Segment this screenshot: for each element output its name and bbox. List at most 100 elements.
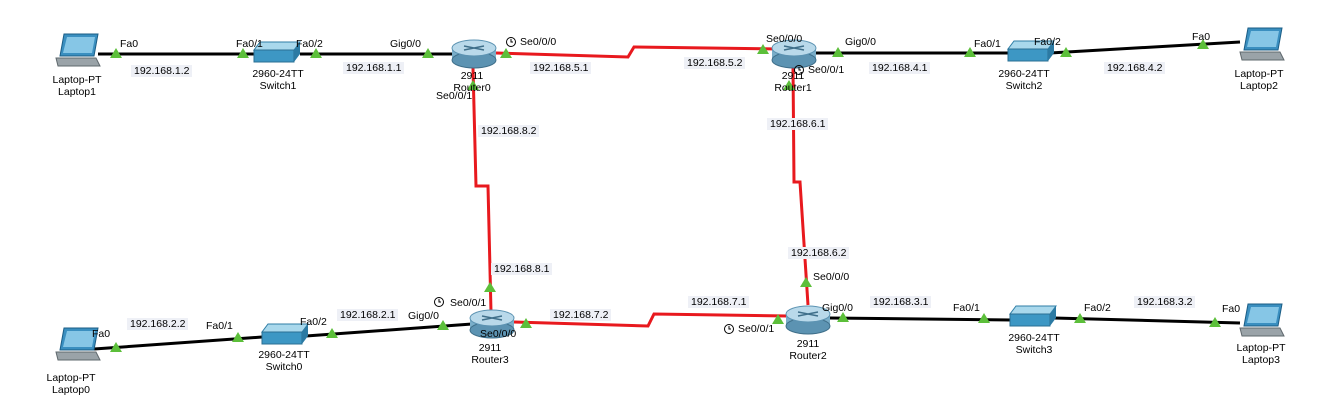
router-icon[interactable]	[771, 39, 817, 69]
ip-label: 192.168.4.2	[1104, 62, 1166, 74]
device-label-router1: 2911 Router1	[774, 70, 811, 94]
device-label-switch2: 2960-24TT Switch2	[998, 68, 1049, 92]
port-label: Se0/0/0	[813, 271, 850, 283]
link-up-indicator	[110, 48, 122, 58]
port-label: Gig0/0	[845, 36, 876, 48]
device-model: Laptop-PT	[1234, 68, 1284, 80]
link-switch3-laptop3[interactable]	[1053, 316, 1241, 325]
port-label: Gig0/0	[822, 302, 853, 314]
device-model: 2960-24TT	[998, 68, 1050, 80]
switch-icon[interactable]	[1007, 40, 1055, 62]
router-icon[interactable]	[785, 305, 831, 335]
device-label-switch0: 2960-24TT Switch0	[258, 349, 309, 373]
ip-label: 192.168.4.1	[869, 62, 931, 74]
switch-icon[interactable]	[253, 41, 301, 63]
switch-icon[interactable]	[1009, 305, 1057, 327]
link-router0-router3[interactable]	[471, 67, 493, 313]
device-label-switch3: 2960-24TT Switch3	[1008, 332, 1059, 356]
device-name: Laptop1	[58, 86, 96, 98]
port-label: Fa0/2	[296, 38, 323, 50]
device-name: Laptop0	[52, 384, 90, 396]
device-name: Router3	[471, 354, 509, 366]
link-up-indicator	[500, 48, 512, 58]
device-model: Laptop-PT	[52, 74, 102, 86]
link-up-indicator	[520, 318, 532, 328]
ip-label: 192.168.7.2	[550, 309, 612, 321]
port-label: Fa0/2	[1084, 302, 1111, 314]
laptop-icon[interactable]	[1239, 27, 1285, 61]
device-model: 2911	[478, 342, 502, 354]
port-label: Se0/0/1	[450, 297, 487, 309]
switch-icon[interactable]	[261, 323, 309, 345]
ip-label: 192.168.7.1	[688, 296, 750, 308]
link-up-indicator	[232, 332, 244, 342]
port-label: Fa0/2	[300, 316, 327, 328]
link-up-indicator	[237, 48, 249, 58]
clock-icon	[506, 37, 516, 47]
link-up-indicator	[1074, 313, 1086, 323]
ip-label: 192.168.6.1	[767, 118, 829, 130]
link-up-indicator	[1060, 47, 1072, 57]
laptop-icon[interactable]	[55, 33, 101, 67]
port-label: Se0/0/0	[520, 36, 557, 48]
port-label: Fa0	[120, 38, 139, 50]
port-label: Fa0/1	[206, 320, 233, 332]
link-status-indicators	[110, 39, 1221, 352]
ip-label: 192.168.3.2	[1134, 296, 1196, 308]
link-up-indicator	[467, 80, 479, 90]
link-up-indicator	[837, 312, 849, 322]
link-up-indicator	[783, 80, 795, 90]
port-label: Se0/0/1	[436, 90, 473, 102]
link-router0-router1[interactable]	[495, 45, 781, 59]
link-up-indicator	[484, 282, 496, 292]
port-label: Fa0/1	[236, 38, 263, 50]
device-label-laptop2: Laptop-PT Laptop2	[1234, 68, 1283, 92]
device-name: Switch0	[265, 361, 303, 373]
ip-label: 192.168.8.2	[478, 125, 540, 137]
ip-label: 192.168.5.1	[530, 62, 592, 74]
clock-icon	[794, 65, 804, 75]
device-name: Switch2	[1005, 80, 1043, 92]
port-label: Gig0/0	[390, 38, 421, 50]
ip-label: 192.168.6.2	[788, 247, 850, 259]
port-label: Fa0/1	[974, 38, 1001, 50]
laptop-icon[interactable]	[1239, 303, 1285, 337]
router-icon[interactable]	[469, 309, 515, 339]
device-name: Router2	[789, 350, 827, 362]
port-label: Fa0	[1222, 303, 1241, 315]
router-icon[interactable]	[451, 39, 497, 69]
device-name: Switch3	[1015, 344, 1053, 356]
link-up-indicator	[437, 320, 449, 330]
device-label-switch1: 2960-24TT Switch1	[252, 68, 303, 92]
link-up-indicator	[832, 47, 844, 57]
device-model: 2960-24TT	[258, 349, 310, 361]
port-label: Se0/0/0	[480, 328, 517, 340]
link-router1-router2[interactable]	[791, 65, 810, 306]
port-label: Gig0/0	[408, 310, 439, 322]
ip-label: 192.168.1.1	[343, 62, 405, 74]
port-label: Fa0	[1192, 31, 1211, 43]
link-up-indicator	[757, 44, 769, 54]
ip-label: 192.168.3.1	[870, 296, 932, 308]
link-switch2-laptop2[interactable]	[1049, 40, 1241, 55]
port-label: Fa0/2	[1034, 36, 1061, 48]
link-router3-router2[interactable]	[513, 312, 789, 328]
device-name: Laptop3	[1242, 354, 1280, 366]
link-up-indicator	[1209, 317, 1221, 327]
clock-icon	[434, 297, 444, 307]
device-name: Router1	[774, 82, 812, 94]
laptop-icon[interactable]	[55, 327, 101, 361]
device-label-laptop0: Laptop-PT Laptop0	[46, 372, 95, 396]
link-up-indicator	[978, 313, 990, 323]
device-name: Laptop2	[1240, 80, 1278, 92]
device-label-router3: 2911 Router3	[471, 342, 508, 366]
device-model: 2911	[460, 70, 484, 82]
link-up-indicator	[422, 48, 434, 58]
device-model: 2960-24TT	[1008, 332, 1060, 344]
link-up-indicator	[310, 48, 322, 58]
device-name: Switch1	[259, 80, 297, 92]
port-label: Se0/0/1	[808, 64, 845, 76]
link-up-indicator	[1197, 39, 1209, 49]
link-up-indicator	[772, 314, 784, 324]
